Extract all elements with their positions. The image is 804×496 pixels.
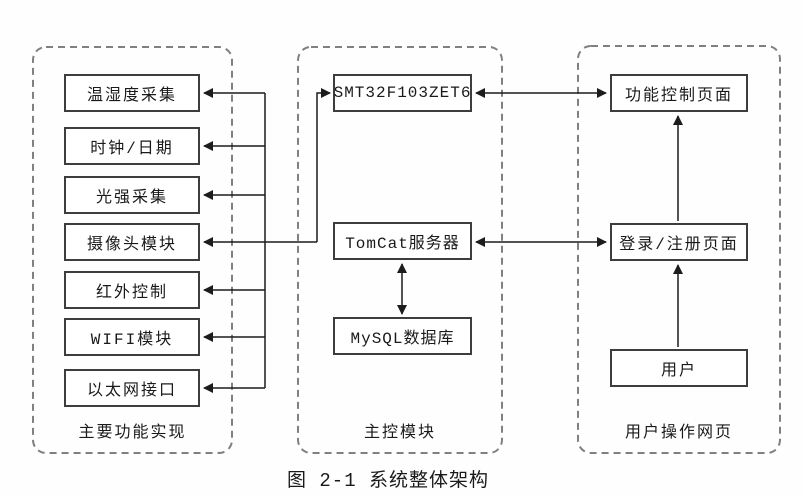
node-camera-module: 摄像头模块 (64, 223, 200, 261)
figure-caption: 图 2-1 系统整体架构 (286, 470, 489, 492)
node-wifi-module: WIFI模块 (64, 318, 200, 356)
wire-bus-to-mcu (316, 88, 331, 242)
node-tomcat-server: TomCat服务器 (333, 222, 472, 260)
group-main-control-outline (297, 46, 503, 454)
node-clock-date: 时钟/日期 (64, 127, 200, 165)
node-mysql-db: MySQL数据库 (333, 317, 472, 355)
group-main-functions-label: 主要功能实现 (78, 424, 187, 442)
node-light-intensity: 光强采集 (64, 176, 200, 214)
group-user-web-label: 用户操作网页 (624, 424, 733, 442)
node-function-control-page: 功能控制页面 (610, 74, 748, 112)
node-mcu: SMT32F103ZET6 (333, 74, 472, 112)
node-temp-humidity: 温湿度采集 (64, 74, 200, 112)
node-ir-control: 红外控制 (64, 271, 200, 309)
group-main-control-label: 主控模块 (363, 424, 436, 442)
node-login-register-page: 登录/注册页面 (610, 223, 748, 261)
group-user-web-outline (577, 45, 781, 454)
group-main-functions-outline (32, 46, 233, 454)
node-ethernet-port: 以太网接口 (64, 369, 200, 407)
node-user: 用户 (610, 349, 748, 387)
